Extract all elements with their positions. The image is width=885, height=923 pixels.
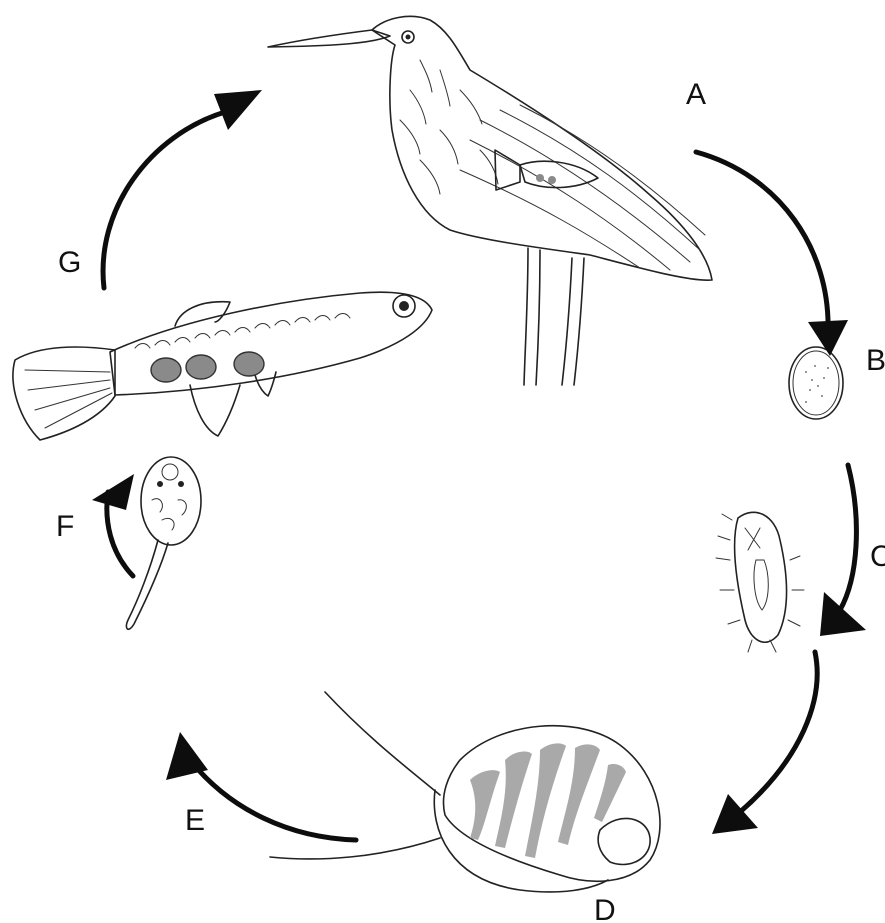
stage-label-g: G bbox=[58, 246, 81, 279]
stage-label-c: C bbox=[870, 540, 885, 573]
arrow-a-to-b bbox=[696, 152, 848, 356]
egg-illustration bbox=[789, 347, 843, 419]
stage-label-d: D bbox=[594, 894, 616, 923]
metacercaria-cysts bbox=[151, 352, 264, 382]
arrow-b-to-c bbox=[820, 465, 866, 636]
stage-label-b: B bbox=[866, 344, 885, 377]
fish-illustration bbox=[13, 292, 432, 440]
cercaria-illustration bbox=[126, 457, 201, 629]
arrow-c-to-d bbox=[712, 652, 817, 834]
arrow-g-to-a bbox=[103, 90, 262, 288]
snail-illustration bbox=[270, 692, 660, 892]
stage-label-f: F bbox=[56, 510, 74, 543]
heron-illustration bbox=[268, 16, 712, 385]
swallowed-fish-icon bbox=[495, 150, 598, 190]
stage-label-e: E bbox=[185, 804, 205, 837]
arrow-e-to-f bbox=[92, 474, 134, 576]
stage-label-a: A bbox=[686, 78, 706, 111]
miracidium-illustration bbox=[716, 512, 804, 652]
